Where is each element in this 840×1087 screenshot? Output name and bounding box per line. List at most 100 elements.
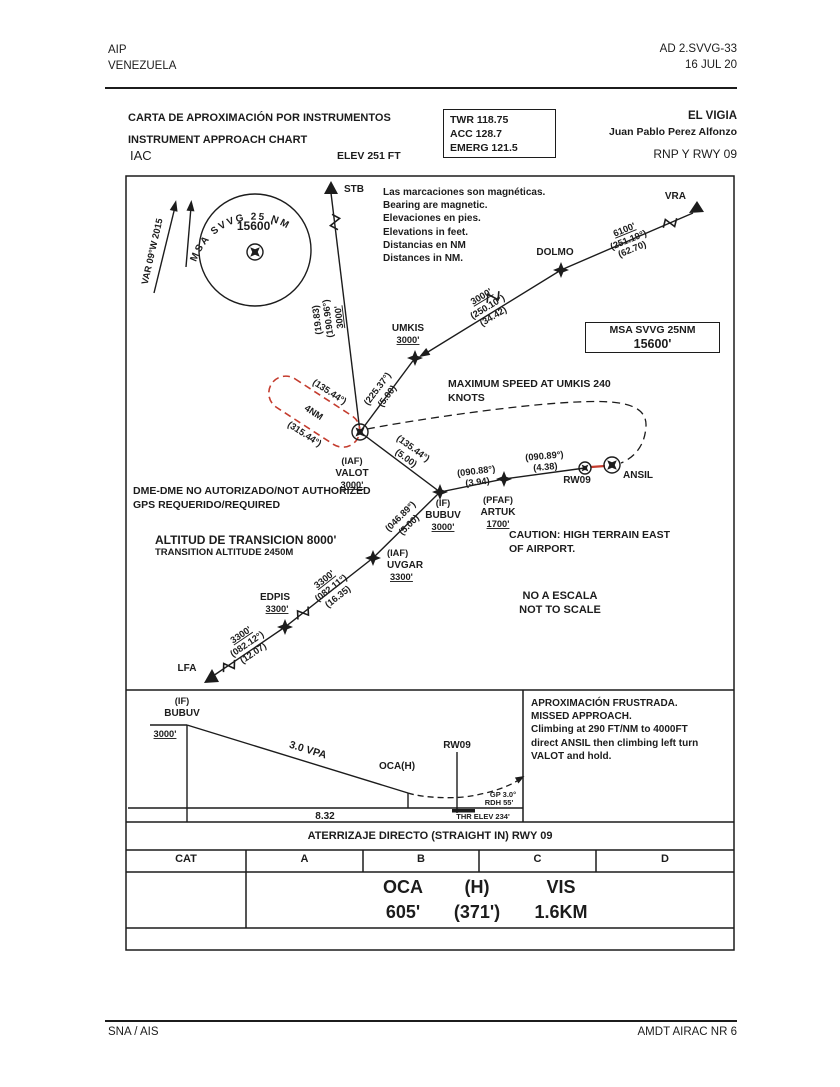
profile-descent-line	[186, 724, 409, 794]
note-line: Elevations in feet.	[383, 226, 469, 238]
missed-approach-text: APROXIMACIÓN FRUSTRADA. MISSED APPROACH.…	[531, 697, 731, 763]
missed-line: MISSED APPROACH.	[531, 711, 632, 723]
segment-label-valot-stb: 3000' (190.96°) (19.83)	[310, 299, 346, 338]
holding-pattern: (135.44°) 4NM (315.44°)	[267, 375, 361, 449]
profile-fix-altitude: 3000'	[154, 729, 177, 739]
segment-label-bubuv-artuk: (090.88°) (3.94)	[457, 464, 496, 489]
msa-box-title: MSA SVVG 25NM	[609, 324, 696, 336]
header-rule	[105, 87, 737, 89]
variation-label: VAR 09°W 2015	[140, 217, 165, 285]
profile-fix-name: BUBUV	[164, 708, 200, 719]
segment-label-uvgar-bubuv: (046.89°) (5.00)	[383, 499, 421, 537]
fix-alt-uvgar: 3300'	[390, 572, 413, 582]
variation-arrowhead-icon	[169, 200, 178, 212]
chart-code: IAC	[130, 148, 152, 163]
segment-label-lfa-edpis: 3300' (082.12°) (12.07)	[228, 624, 268, 665]
note-line: Bearing are magnetic.	[383, 200, 488, 212]
chart-title-es: CARTA DE APROXIMACIÓN POR INSTRUMENTOS	[128, 112, 391, 124]
dme-note: DME-DME NO AUTORIZADO/NOT AUTHORIZED GPS…	[133, 484, 371, 512]
msa-altitude: 15600'	[237, 219, 273, 233]
airport-full-name: Juan Pablo Perez Alfonzo	[609, 126, 737, 138]
missed-line: Climbing at 290 FT/NM to 4000FT	[531, 724, 688, 736]
msa-circle	[198, 193, 312, 307]
segment-label-umkis-dolmo: 3000' (250.10°) (34.42)	[468, 286, 508, 328]
segment-label-dolmo-vra: 6100' (251.19°) (62.70)	[609, 221, 648, 260]
procedure-ident: RNP Y RWY 09	[653, 147, 737, 161]
msa-box-altitude: 15600'	[633, 337, 672, 351]
fix-label-lfa: LFA	[178, 663, 197, 674]
fix-alt-edpis: 3300'	[266, 604, 289, 614]
hold-inbound-course: (135.44°)	[311, 377, 349, 406]
approach-chart-canvas: VAR 09°W 2015 MSA SVVG 25 NM 15600' (135…	[125, 175, 735, 951]
footer-rule	[105, 1020, 737, 1022]
leg-rw09-ansil-red	[590, 464, 606, 469]
emergency-frequency: EMERG 121.5	[450, 142, 518, 154]
fix-label-dolmo: DOLMO	[536, 247, 573, 258]
tower-frequency: TWR 118.75	[450, 114, 509, 126]
fix-role-artuk: (PFAF)	[483, 495, 513, 505]
bubuv-waypoint-icon	[432, 484, 448, 500]
fix-role-bubuv: (IF)	[436, 498, 450, 508]
fix-alt-artuk: 1700'	[487, 519, 510, 529]
acc-frequency: ACC 128.7	[450, 128, 502, 140]
msa-center-waypoint-icon	[246, 243, 264, 261]
fix-alt-bubuv: 3000'	[432, 522, 455, 532]
break-icon	[486, 291, 500, 303]
minima-col-a: A	[300, 853, 309, 865]
fix-label-edpis: EDPIS	[260, 592, 290, 603]
ansil-flyover-icon	[603, 456, 621, 474]
profile-rdh: RDH 55'	[485, 798, 514, 807]
segment-alt: 3000'	[333, 305, 346, 329]
footer-right: AMDT AIRAC NR 6	[637, 1026, 737, 1038]
aip-label: AIP	[108, 44, 127, 56]
umkis-waypoint-icon	[407, 350, 423, 366]
note-line: Las marcaciones son magnéticas.	[383, 187, 546, 198]
profile-gp-dashed	[407, 778, 521, 799]
note-line: Distancias en NM	[383, 239, 466, 251]
doc-reference: AD 2.SVVG-33	[659, 43, 737, 55]
not-to-scale-note: NO A ESCALA NOT TO SCALE	[500, 589, 620, 617]
dme-note-line: DME-DME NO AUTORIZADO/NOT AUTHORIZED	[133, 485, 371, 497]
note-line: Distances in NM.	[383, 253, 464, 265]
profile-fix-role: (IF)	[175, 696, 189, 706]
segment-bearing: (090.89°)	[525, 449, 564, 462]
fix-label-valot: VALOT	[335, 468, 368, 479]
minima-vis-value: 1.6KM	[534, 902, 588, 922]
rw09-flyover-icon	[578, 461, 592, 475]
transition-line-es: ALTITUD DE TRANSICION 8000'	[155, 533, 337, 547]
airport-name: EL VIGIA	[688, 110, 737, 122]
fix-label-umkis: UMKIS	[392, 323, 425, 334]
profile-rwy-label: RW09	[443, 740, 471, 751]
fix-label-stb: STB	[344, 184, 364, 195]
caution-line: OF AIRPORT.	[509, 543, 576, 555]
break-icon	[328, 213, 342, 231]
caution-line: CAUTION: HIGH TERRAIN EAST	[509, 529, 670, 541]
effective-date: 16 JUL 20	[685, 59, 737, 71]
dolmo-waypoint-icon	[553, 262, 569, 278]
chart-border	[125, 175, 735, 951]
fix-label-rw09: RW09	[563, 475, 591, 486]
missed-approach-path	[366, 400, 647, 464]
not-to-scale-es: NO A ESCALA	[522, 590, 598, 602]
max-speed-note: MAXIMUM SPEED AT UMKIS 240 KNOTS	[448, 378, 648, 405]
minima-col-b: B	[417, 853, 425, 865]
stb-triangle-icon	[324, 181, 338, 194]
final-approach-leg	[359, 431, 586, 493]
minima-col-cat: CAT	[175, 853, 197, 865]
minima-title: ATERRIZAJE DIRECTO (STRAIGHT IN) RWY 09	[307, 830, 553, 842]
country-label: VENEZUELA	[108, 60, 177, 72]
hold-leg-length: 4NM	[303, 403, 325, 422]
profile-oca-label: OCA(H)	[379, 761, 415, 772]
fix-role-uvgar: (IAF)	[387, 548, 408, 558]
fix-label-ansil: ANSIL	[623, 470, 653, 481]
valot-waypoint-icon	[351, 423, 369, 441]
fix-alt-valot: 3000'	[341, 480, 364, 490]
caution-note: CAUTION: HIGH TERRAIN EAST OF AIRPORT.	[509, 528, 670, 556]
dme-note-line: GPS REQUERIDO/REQUIRED	[133, 499, 281, 511]
profile-gp-angle: GP 3.0°	[490, 790, 516, 799]
leg-lfa-edpis-uvgar-bubuv	[212, 491, 441, 677]
fix-role-valot: (IAF)	[341, 456, 362, 466]
holding-racetrack	[267, 375, 361, 448]
profile-gp-arrowhead-icon	[514, 776, 525, 784]
